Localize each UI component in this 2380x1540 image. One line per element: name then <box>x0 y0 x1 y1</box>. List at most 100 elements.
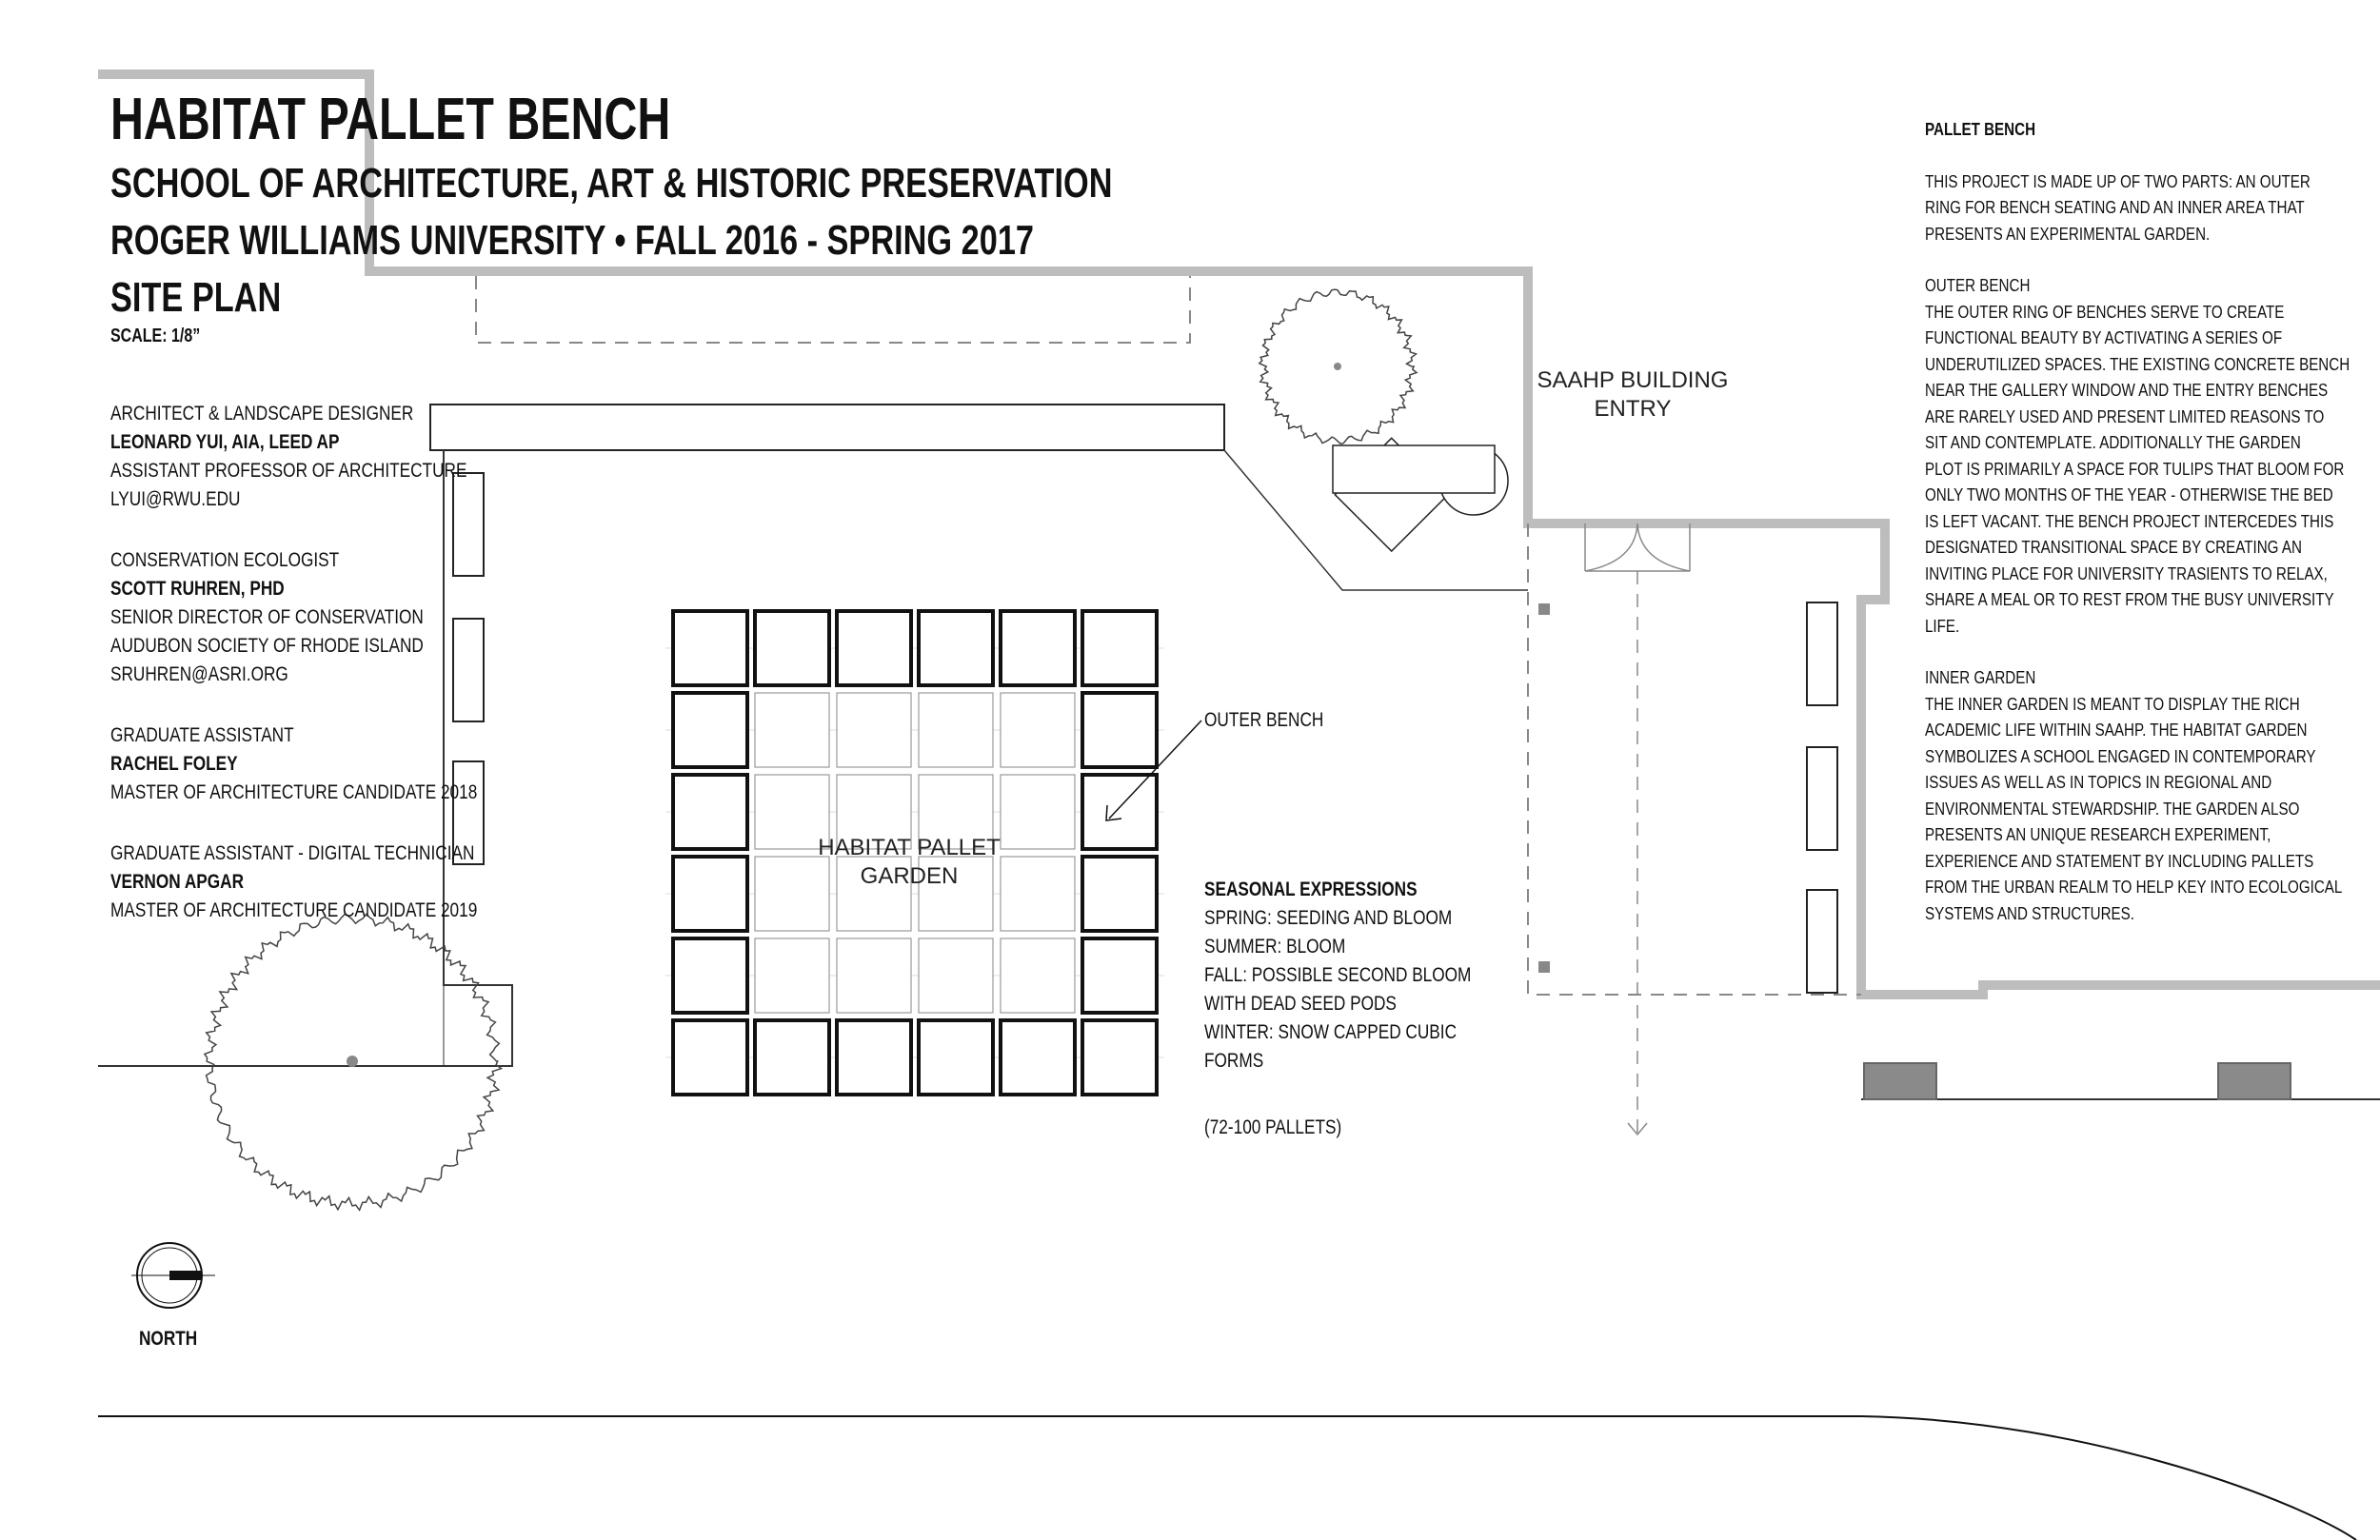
table-and-chairs <box>1332 437 1509 553</box>
curb-line <box>98 1415 2357 1540</box>
inner-garden-pallet <box>836 692 912 768</box>
credit-line: SENIOR DIRECTOR OF CONSERVATION <box>110 606 424 628</box>
description-line: THE INNER GARDEN IS MEANT TO DISPLAY THE… <box>1925 693 2300 714</box>
inner-garden-heading: INNER GARDEN <box>1925 667 2036 687</box>
credits-block: ARCHITECT & LANDSCAPE DESIGNER LEONARD Y… <box>110 400 605 958</box>
tree-canopy-large <box>203 913 504 1212</box>
outer-bench-pallet <box>671 609 749 687</box>
project-description: PALLET BENCH THIS PROJECT IS MADE UP OF … <box>1925 116 2350 926</box>
entry-label-line1: SAAHP BUILDING <box>1537 367 1729 393</box>
outer-bench-heading: OUTER BENCH <box>1925 275 2031 295</box>
description-outer: THE OUTER RING OF BENCHES SERVE TO CREAT… <box>1925 299 2350 640</box>
description-line: RING FOR BENCH SEATING AND AN INNER AREA… <box>1925 197 2305 217</box>
sheet-title: SITE PLAN <box>110 274 282 321</box>
credit-line: ASSISTANT PROFESSOR OF ARCHITECTURE <box>110 460 467 482</box>
description-heading: PALLET BENCH <box>1925 119 2036 139</box>
entry-label-line2: ENTRY <box>1594 396 1672 422</box>
outer-bench-pallet <box>1081 937 1159 1015</box>
credit-line: AUDUBON SOCIETY OF RHODE ISLAND <box>110 635 424 657</box>
outer-bench-pallet <box>1081 855 1159 933</box>
entry-bench <box>1806 602 1838 706</box>
inner-garden-pallet <box>1000 938 1076 1014</box>
outer-bench-pallet <box>1081 609 1159 687</box>
outer-bench-pallet <box>1081 773 1159 851</box>
seasonal-heading: SEASONAL EXPRESSIONS <box>1204 879 1418 900</box>
existing-concrete-bench <box>429 404 1225 451</box>
credit-name: RACHEL FOLEY <box>110 753 238 775</box>
inner-garden-pallet <box>1000 774 1076 850</box>
garden-label-line2: GARDEN <box>860 863 959 889</box>
inner-garden-pallet <box>754 856 830 932</box>
inner-garden-pallet <box>918 692 994 768</box>
inner-garden-pallet <box>836 856 912 932</box>
outer-bench-pallet <box>835 1018 913 1096</box>
description-line: IS LEFT VACANT. THE BENCH PROJECT INTERC… <box>1925 510 2334 531</box>
description-line: ONLY TWO MONTHS OF THE YEAR - OTHERWISE … <box>1925 484 2333 504</box>
description-line: PLOT IS PRIMARILY A SPACE FOR TULIPS THA… <box>1925 458 2345 479</box>
outer-bench-pallet <box>753 609 831 687</box>
outer-bench-pallet <box>1081 691 1159 769</box>
description-line: SYSTEMS AND STRUCTURES. <box>1925 902 2135 923</box>
column-marker <box>1538 603 1550 615</box>
outer-bench-pallet <box>671 937 749 1015</box>
left-bench <box>452 760 485 865</box>
inner-garden-pallet <box>754 938 830 1014</box>
north-arrow-icon <box>131 1242 215 1309</box>
tree-trunk-small <box>1334 363 1341 370</box>
outer-bench-pallet <box>1081 1018 1159 1096</box>
left-bench <box>452 472 485 577</box>
column-marker <box>1538 961 1550 973</box>
garden-label: HABITAT PALLET GARDEN <box>795 834 1023 891</box>
outer-bench-pallet <box>671 773 749 851</box>
description-line: FUNCTIONAL BEAUTY BY ACTIVATING A SERIES… <box>1925 327 2283 347</box>
pallet-grid <box>665 609 1164 1096</box>
credit-role: ARCHITECT & LANDSCAPE DESIGNER <box>110 403 414 424</box>
seasonal-line: WINTER: SNOW CAPPED CUBIC <box>1204 1021 1458 1043</box>
credit-entry: CONSERVATION ECOLOGIST SCOTT RUHREN, PHD… <box>110 546 605 689</box>
planter-edge-line <box>1223 449 1528 591</box>
inner-garden-pallet <box>918 774 994 850</box>
inner-garden-pallet <box>1000 692 1076 768</box>
inner-garden-pallet <box>918 938 994 1014</box>
seasonal-line: SPRING: SEEDING AND BLOOM <box>1204 907 1453 929</box>
description-line: UNDERUTILIZED SPACES. THE EXISTING CONCR… <box>1925 353 2350 374</box>
tree-trunk-large <box>347 1056 358 1067</box>
credit-name: LEONARD YUI, AIA, LEED AP <box>110 431 340 453</box>
seasonal-expressions: SEASONAL EXPRESSIONS SPRING: SEEDING AND… <box>1204 876 1604 1076</box>
description-line: INVITING PLACE FOR UNIVERSITY TRASIENTS … <box>1925 563 2328 583</box>
seasonal-line: SUMMER: BLOOM <box>1204 936 1346 958</box>
description-line: ISSUES AS WELL AS IN TOPICS IN REGIONAL … <box>1925 772 2272 792</box>
inner-garden-pallet <box>1000 856 1076 932</box>
credit-line: LYUI@RWU.EDU <box>110 488 241 510</box>
entry-label: SAAHP BUILDING ENTRY <box>1518 366 1747 424</box>
planter-left-wall <box>98 450 513 1067</box>
school-name: SCHOOL OF ARCHITECTURE, ART & HISTORIC P… <box>110 160 1113 207</box>
outer-bench-pallet <box>999 609 1077 687</box>
credit-line: SRUHREN@ASRI.ORG <box>110 663 288 685</box>
description-line: SHARE A MEAL OR TO REST FROM THE BUSY UN… <box>1925 589 2334 609</box>
inner-garden-pallet <box>836 938 912 1014</box>
credit-line: MASTER OF ARCHITECTURE CANDIDATE 2018 <box>110 781 478 803</box>
entry-arrow <box>1627 571 1648 1136</box>
description-line: EXPERIENCE AND STATEMENT BY INCLUDING PA… <box>1925 850 2314 871</box>
left-bench <box>452 618 485 722</box>
outer-bench-pallet <box>917 1018 995 1096</box>
outer-bench-callout: OUTER BENCH <box>1204 709 1324 731</box>
description-line: ARE RARELY USED AND PRESENT LIMITED REAS… <box>1925 405 2325 426</box>
description-line: PRESENTS AN EXPERIMENTAL GARDEN. <box>1925 223 2211 244</box>
credit-role: GRADUATE ASSISTANT - DIGITAL TECHNICIAN <box>110 842 475 864</box>
tree-canopy-small <box>1258 288 1418 445</box>
outer-bench-pallet <box>671 855 749 933</box>
outer-bench-pallet <box>671 1018 749 1096</box>
description-line: SYMBOLIZES A SCHOOL ENGAGED IN CONTEMPOR… <box>1925 745 2316 766</box>
credit-entry: ARCHITECT & LANDSCAPE DESIGNER LEONARD Y… <box>110 400 605 514</box>
university-term: ROGER WILLIAMS UNIVERSITY • FALL 2016 - … <box>110 217 1035 264</box>
description-line: THE OUTER RING OF BENCHES SERVE TO CREAT… <box>1925 301 2285 322</box>
outer-bench-pallet <box>671 691 749 769</box>
building-wall-outline <box>98 69 2380 999</box>
outer-bench-pallet <box>917 609 995 687</box>
description-line: SIT AND CONTEMPLATE. ADDITIONALLY THE GA… <box>1925 432 2301 452</box>
inner-garden-pallet <box>754 692 830 768</box>
credit-role: GRADUATE ASSISTANT <box>110 724 294 746</box>
